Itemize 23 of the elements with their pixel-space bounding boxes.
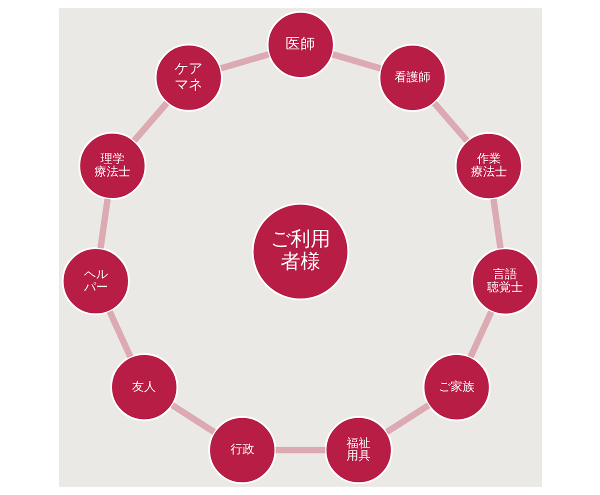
node-circle: 行政 <box>208 416 276 484</box>
node-circle: 作業療法士 <box>454 132 522 200</box>
node-circle: 言語聴覚士 <box>470 247 539 316</box>
connector <box>170 402 216 435</box>
node-circle: 医師 <box>266 10 334 79</box>
connector <box>131 100 169 143</box>
node-circle: ご利用者様 <box>251 202 349 300</box>
connector <box>331 51 381 72</box>
connector <box>467 310 494 358</box>
node-circle: 理学療法士 <box>78 132 146 200</box>
node-circle: ご家族 <box>422 353 490 422</box>
node-circle: ケアマネ <box>154 44 222 112</box>
connector <box>106 310 133 358</box>
node-circle: 看護師 <box>378 44 446 112</box>
connector <box>490 198 504 249</box>
node-circle: ヘルパー <box>61 247 130 316</box>
connector <box>431 101 469 143</box>
connector <box>384 402 430 435</box>
connector <box>219 51 270 72</box>
connector <box>275 446 325 454</box>
node-circle: 福祉用具 <box>324 416 392 484</box>
connector <box>96 198 110 249</box>
node-circle: 友人 <box>110 353 178 422</box>
